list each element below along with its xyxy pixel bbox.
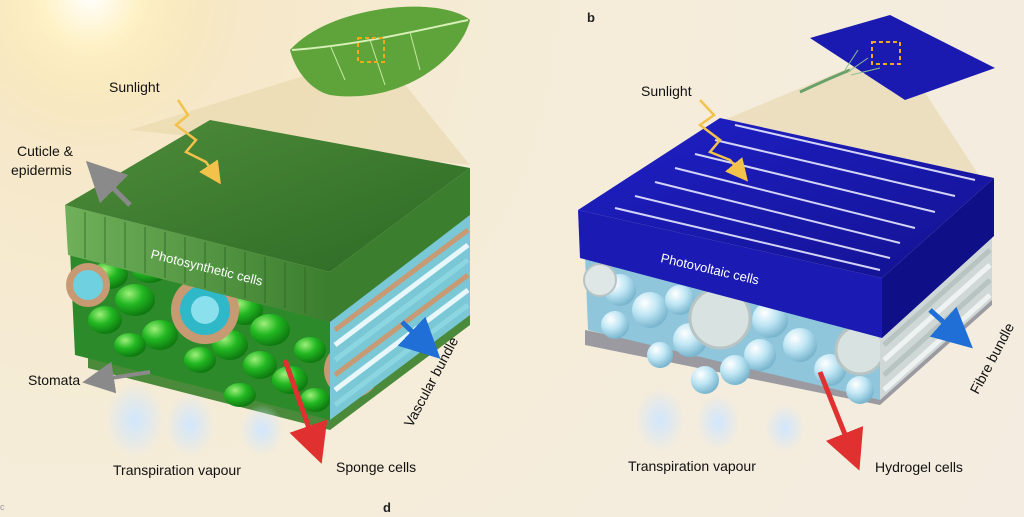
transpiration-vapour-plumes <box>105 382 284 458</box>
leaf-highlight-box <box>357 37 385 63</box>
hydrogel-cells-label: Hydrogel cells <box>875 459 963 475</box>
leaf-top-surface <box>65 120 470 272</box>
palisade-layer <box>65 205 330 322</box>
sunlight-arrow-device <box>697 99 749 182</box>
sun-glow <box>0 0 210 115</box>
sunlight-arrow <box>173 99 221 185</box>
panel-letter-d: d <box>383 500 391 515</box>
cuticle-label-line1: Cuticle & <box>17 143 74 159</box>
leaf-icon <box>290 6 470 97</box>
leaf-sunlight-label: Sunlight <box>109 79 160 95</box>
sponge-cells-label: Sponge cells <box>336 459 417 475</box>
fibre-bundle-label: Fibre bundle <box>967 320 1018 396</box>
photovoltaic-top-surface <box>578 118 994 278</box>
stomata-arrow <box>82 361 151 394</box>
device-sunlight-label: Sunlight <box>641 83 692 99</box>
sponge-arrow <box>282 359 328 464</box>
vascular-arrow <box>397 316 441 359</box>
device-transpiration-label: Transpiration vapour <box>628 458 756 474</box>
transpiration-vapour-plumes-device <box>635 388 805 452</box>
panel-letter-c-stub: c <box>0 502 5 512</box>
leaf-transpiration-label: Transpiration vapour <box>113 462 241 478</box>
panel-letter-b: b <box>587 10 595 25</box>
device-highlight-box <box>871 41 901 65</box>
cuticle-arrow <box>85 160 132 207</box>
hydrogel-arrow <box>817 371 864 471</box>
hydrogel-cells-cluster <box>601 274 874 404</box>
photovoltaic-front <box>578 210 882 338</box>
mini-solar-panel-icon <box>799 15 995 100</box>
fibre-arrow <box>928 306 973 349</box>
stomata-label: Stomata <box>28 372 81 388</box>
cuticle-label-line2: epidermis <box>11 162 72 178</box>
